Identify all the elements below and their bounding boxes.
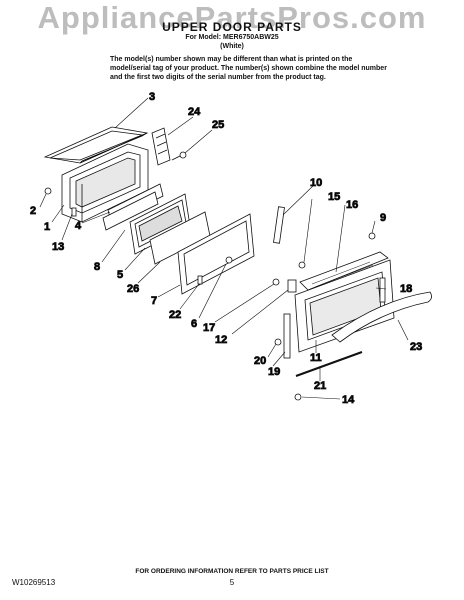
part-13-clip <box>71 207 77 217</box>
callout-8: 8 <box>94 261 100 273</box>
part-3-gasket <box>43 126 149 164</box>
part-21-strip <box>295 351 363 377</box>
callout-12: 12 <box>215 334 227 346</box>
callout-15: 15 <box>328 191 340 203</box>
part-10-bracket <box>273 206 285 244</box>
callout-3: 3 <box>149 91 155 103</box>
model-note: The model(s) number shown may be differe… <box>110 56 387 81</box>
part-12-hinge <box>287 279 297 293</box>
part-25-screw <box>171 151 187 161</box>
callout-16: 16 <box>346 199 358 211</box>
callout-7: 7 <box>151 295 157 307</box>
callout-5: 5 <box>117 269 123 281</box>
callout-14: 14 <box>342 394 355 406</box>
callout-11: 11 <box>310 352 322 364</box>
page-title: UPPER DOOR PARTS <box>162 20 302 34</box>
part-23-handle <box>331 291 432 343</box>
callout-23: 23 <box>410 341 422 353</box>
part-18-trim <box>379 277 386 303</box>
part-22-clip <box>197 275 203 285</box>
callout-20: 20 <box>254 355 266 367</box>
callout-19: 19 <box>268 366 280 378</box>
callout-26: 26 <box>127 283 139 295</box>
watermark: AppliancePartsPros.com <box>37 0 427 35</box>
callout-1: 1 <box>44 221 50 233</box>
model-line: For Model: MER6750ABW25 <box>185 34 279 41</box>
part-9-screw <box>368 232 376 240</box>
callout-2: 2 <box>30 205 36 217</box>
callout-25: 25 <box>212 119 224 131</box>
document-number: W10269513 <box>12 578 56 587</box>
callout-4: 4 <box>75 220 82 232</box>
part-8-glass <box>102 191 159 231</box>
part-17-screw <box>272 278 280 286</box>
color-line: (White) <box>220 43 244 50</box>
part-2-screw <box>44 187 52 195</box>
callout-17: 17 <box>203 322 215 334</box>
callout-22: 22 <box>169 309 181 321</box>
part-5-seal <box>129 193 191 255</box>
callout-6: 6 <box>191 318 197 330</box>
part-1-door-frame <box>61 143 149 223</box>
callout-21: 21 <box>314 380 326 392</box>
part-16-vent-panel <box>299 251 389 291</box>
ordering-info: FOR ORDERING INFORMATION REFER TO PARTS … <box>135 568 329 575</box>
part-15-screw <box>298 261 306 269</box>
part-20-screw <box>274 338 282 346</box>
part-19-strip <box>283 313 291 359</box>
callout-13: 13 <box>52 241 64 253</box>
callout-10: 10 <box>310 177 322 189</box>
part-7-outer-panel <box>177 213 255 295</box>
page-number: 5 <box>229 578 235 587</box>
part-24-hinge <box>151 127 171 166</box>
part-14-screw <box>294 393 302 401</box>
part-11-door-outer <box>294 259 395 353</box>
callout-24: 24 <box>188 106 201 118</box>
callout-18: 18 <box>400 283 412 295</box>
callout-9: 9 <box>380 212 386 224</box>
part-6-screw <box>225 256 233 264</box>
